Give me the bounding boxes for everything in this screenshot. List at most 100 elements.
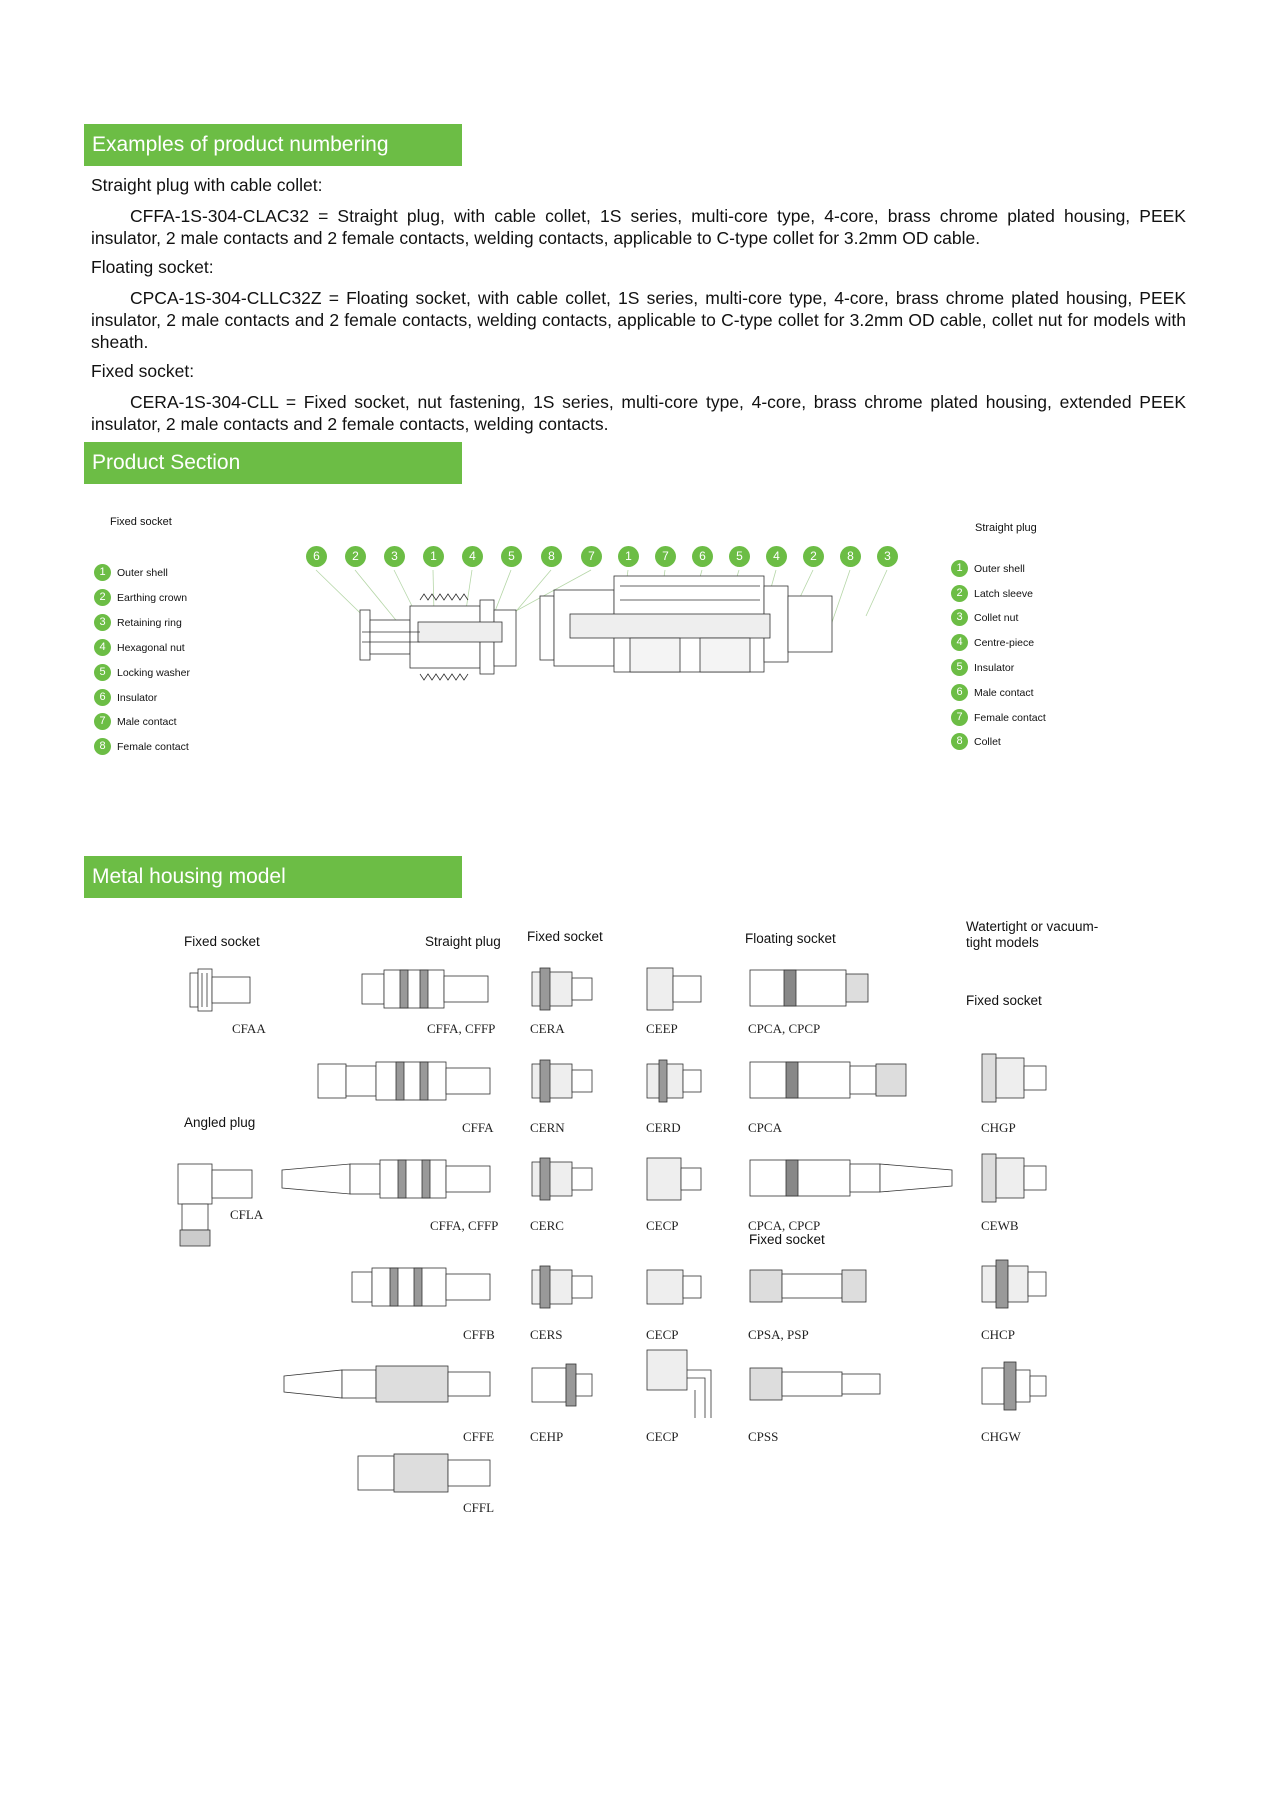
legend-number: 1 (951, 560, 968, 577)
callout-badge: 4 (462, 546, 483, 567)
product-ceep-image (646, 967, 702, 1011)
product-code-label: CPCA (748, 1120, 782, 1135)
product-code-label: CECP (646, 1327, 679, 1342)
product-code-label: CFFA, CFFP (427, 1021, 496, 1036)
legend-label: Outer shell (117, 566, 168, 579)
legend-number: 6 (94, 689, 111, 706)
category-watertight-line2: tight models (966, 935, 1039, 950)
product-chgw-image (981, 1361, 1047, 1411)
numbering-text-1: CFFA-1S-304-CLAC32 = Straight plug, with… (91, 206, 1186, 248)
legend-number: 3 (951, 609, 968, 626)
category-fixed-socket-3: Fixed socket (966, 993, 1042, 1008)
callout-badge: 5 (729, 546, 750, 567)
callout-badge: 2 (803, 546, 824, 567)
callout-badge: 4 (766, 546, 787, 567)
product-code-label: CERS (530, 1327, 563, 1342)
callout-badge: 7 (581, 546, 602, 567)
numbering-text-2: CPCA-1S-304-CLLC32Z = Floating socket, w… (91, 288, 1186, 352)
legend-label: Centre-piece (974, 636, 1035, 649)
callout-badge: 3 (384, 546, 405, 567)
product-code-label: CEWB (981, 1218, 1019, 1233)
product-cecp-3-image (646, 1349, 712, 1418)
product-code-label: CERC (530, 1218, 564, 1233)
product-code-label: CPSA, PSP (748, 1327, 809, 1342)
legend-number: 2 (94, 589, 111, 606)
product-cffb-image (351, 1267, 491, 1307)
legend-item: 3 Collet nut (951, 609, 1018, 626)
legend-item: 4 Hexagonal nut (94, 639, 185, 656)
legend-number: 2 (951, 585, 968, 602)
product-code-label: CHGW (981, 1429, 1021, 1444)
product-cffl-image (357, 1453, 491, 1493)
legend-label: Collet nut (974, 611, 1019, 624)
callout-badge: 1 (423, 546, 444, 567)
product-code-label: CPCA, CPCP (748, 1021, 821, 1036)
legend-label: Locking washer (117, 666, 190, 679)
product-cern-image (531, 1059, 593, 1103)
product-cffa-cffp-2-image (281, 1159, 491, 1199)
product-section-title: Product Section (92, 451, 241, 474)
legend-label: Hexagonal nut (117, 641, 185, 654)
legend-label: Insulator (117, 691, 158, 704)
category-fixed-socket: Fixed socket (184, 934, 260, 949)
product-code-label: CFFB (463, 1327, 495, 1342)
cross-section-drawing (315, 569, 888, 681)
legend-number: 7 (94, 713, 111, 730)
legend-number: 3 (94, 614, 111, 631)
numbering-section-header: Examples of product numbering (84, 124, 462, 166)
product-code-label: CFFA (462, 1120, 494, 1135)
legend-number: 4 (94, 639, 111, 656)
product-code-label: CFFA, CFFP (430, 1218, 499, 1233)
metal-housing-header: Metal housing model (84, 856, 462, 898)
product-cffa-cffp-image (361, 969, 489, 1009)
callout-badge: 2 (345, 546, 366, 567)
product-section-header: Product Section (84, 442, 462, 484)
product-cerd-image (646, 1059, 702, 1103)
product-code-label: CFFL (463, 1500, 495, 1515)
product-code-label: CERA (530, 1021, 565, 1036)
legend-number: 5 (94, 664, 111, 681)
product-cecp-2-image (646, 1269, 702, 1305)
product-code-label: CECP (646, 1429, 679, 1444)
product-cewb-image (981, 1153, 1047, 1203)
callout-badge: 6 (306, 546, 327, 567)
legend-label: Insulator (974, 661, 1015, 674)
legend-number: 1 (94, 564, 111, 581)
legend-number: 5 (951, 659, 968, 676)
category-angled-plug: Angled plug (184, 1115, 256, 1130)
product-code-label: CEHP (530, 1429, 564, 1444)
metal-housing-title: Metal housing model (92, 865, 286, 888)
product-cerc-image (531, 1157, 593, 1201)
legend-label: Collet (974, 735, 1001, 748)
product-cpca-image (749, 1061, 907, 1099)
product-code-label: CECP (646, 1218, 679, 1233)
product-cpca-cpcp-image (749, 969, 869, 1007)
callout-badge: 5 (501, 546, 522, 567)
product-chgp-image (981, 1053, 1047, 1103)
callout-badge: 6 (692, 546, 713, 567)
category-watertight-line1: Watertight or vacuum- (966, 919, 1099, 934)
legend-item: 5 Locking washer (94, 664, 190, 681)
product-cffa-image (317, 1061, 491, 1101)
legend-label: Female contact (974, 711, 1046, 724)
legend-item: 4 Centre-piece (951, 634, 1034, 651)
legend-item: 1 Outer shell (94, 564, 168, 581)
legend-item: 6 Insulator (94, 689, 157, 706)
product-cers-image (531, 1265, 593, 1309)
category-fixed-socket-4: Fixed socket (749, 1232, 825, 1247)
product-code-label: CEEP (646, 1021, 678, 1036)
product-code-label: CFLA (230, 1207, 264, 1222)
product-code-label: CHGP (981, 1120, 1016, 1135)
legend-number: 4 (951, 634, 968, 651)
product-cehp-image (531, 1363, 593, 1407)
product-code-label: CERD (646, 1120, 681, 1135)
product-cfaa-image (189, 968, 251, 1012)
product-cpsa-psp-image (749, 1269, 867, 1303)
product-cpca-cpcp-2-image (749, 1159, 953, 1197)
product-code-label: CFFE (463, 1429, 495, 1444)
